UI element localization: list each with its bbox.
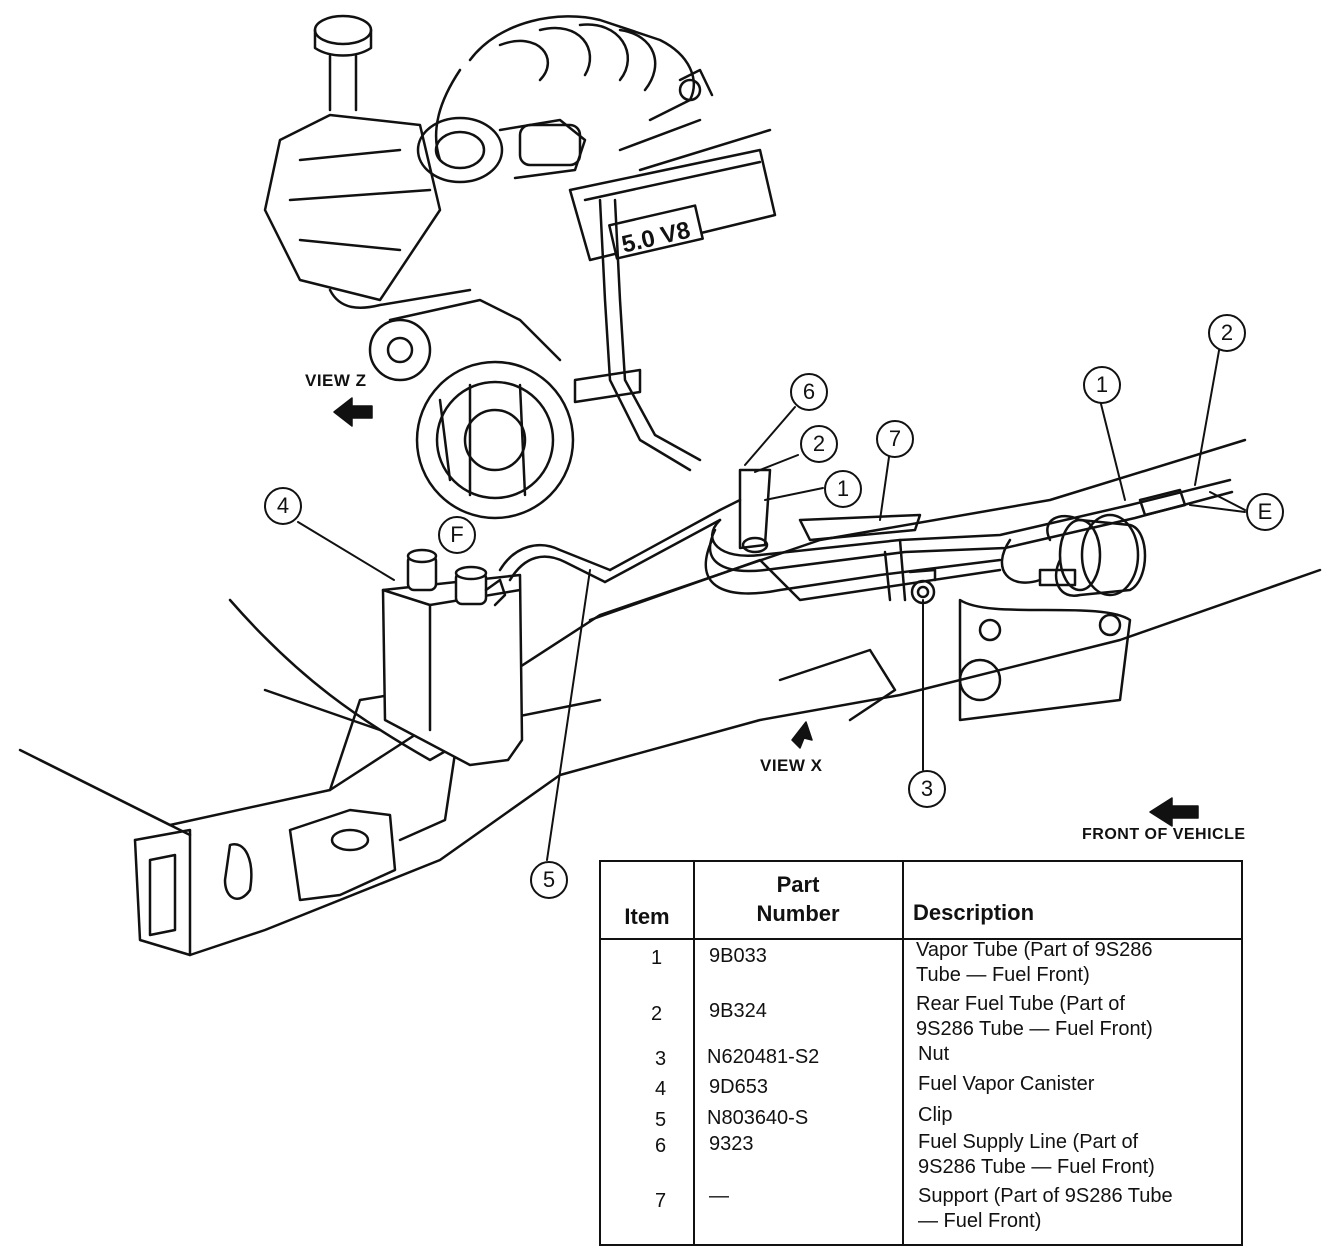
row-6-part: 9323 — [709, 1133, 754, 1155]
callout-1-lower: 1 — [824, 470, 862, 508]
header-item: Item — [624, 904, 670, 929]
row-7-desc: Support (Part of 9S286 Tube — Fuel Front… — [918, 1185, 1173, 1232]
view-x-label: VIEW X — [760, 756, 823, 775]
row-3-item: 3 — [655, 1048, 667, 1070]
row-1-item: 1 — [651, 947, 663, 969]
row-2-desc: Rear Fuel Tube (Part of 9S286 Tube — Fue… — [916, 993, 1153, 1040]
callout-E: E — [1246, 493, 1284, 531]
leader-E — [1189, 491, 1246, 513]
view-x-arrow-icon — [791, 721, 813, 749]
front-arrow-icon — [1149, 797, 1199, 827]
leader-5 — [546, 569, 591, 861]
leader-lines — [297, 344, 1246, 861]
callout-1-upper: 1 — [1083, 366, 1121, 404]
row-6-item: 6 — [655, 1135, 667, 1157]
callout-2-upper: 2 — [1208, 314, 1246, 352]
row-3-part: N620481-S2 — [707, 1046, 820, 1068]
callout-2-lower: 2 — [800, 425, 838, 463]
leader-6 — [744, 406, 796, 466]
row-5-item: 5 — [655, 1109, 667, 1131]
frame-assembly — [18, 438, 1322, 957]
row-5-desc: Clip — [918, 1104, 953, 1126]
row-1-part: 9B033 — [709, 945, 767, 967]
leader-1a — [1099, 399, 1126, 501]
callout-F: F — [438, 516, 476, 554]
engine-assembly: 5.0 V8 — [263, 14, 777, 520]
callout-7: 7 — [876, 420, 914, 458]
leader-7 — [879, 449, 891, 521]
row-4-desc: Fuel Vapor Canister — [918, 1073, 1095, 1095]
view-z-arrow-icon — [333, 397, 373, 427]
parts-table: Item Part Number Description 1 9B033 Vap… — [599, 860, 1243, 1246]
header-part-number: Part Number — [756, 872, 840, 926]
leader-1b — [764, 487, 824, 501]
direction-arrows — [333, 397, 1199, 827]
row-2-item: 2 — [651, 1003, 663, 1025]
row-3-desc: Nut — [918, 1043, 950, 1065]
row-4-item: 4 — [655, 1078, 667, 1100]
row-5-part: N803640-S — [707, 1107, 809, 1129]
row-7-part: — — [709, 1185, 729, 1207]
callout-5: 5 — [530, 861, 568, 899]
header-description: Description — [913, 900, 1035, 925]
callout-6: 6 — [790, 373, 828, 411]
row-1-desc: Vapor Tube (Part of 9S286 Tube — Fuel Fr… — [916, 939, 1153, 986]
row-4-part: 9D653 — [709, 1076, 768, 1098]
leader-2b — [1194, 344, 1221, 486]
front-of-vehicle-label: FRONT OF VEHICLE — [1082, 826, 1246, 843]
callout-4: 4 — [264, 487, 302, 525]
leader-2a — [754, 454, 799, 473]
callout-3: 3 — [908, 770, 946, 808]
leader-4 — [297, 521, 395, 581]
row-2-part: 9B324 — [709, 1000, 767, 1022]
view-z-label: VIEW Z — [305, 371, 367, 390]
row-6-desc: Fuel Supply Line (Part of 9S286 Tube — F… — [918, 1131, 1155, 1178]
row-7-item: 7 — [655, 1190, 667, 1212]
